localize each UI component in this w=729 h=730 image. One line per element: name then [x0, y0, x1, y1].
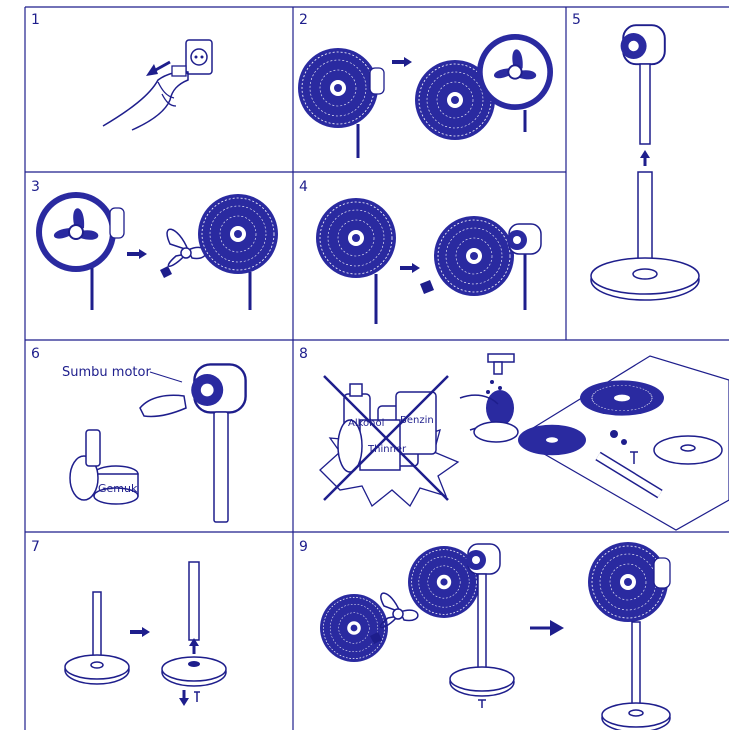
stand-base-icon — [590, 171, 700, 301]
step-number: 5 — [572, 12, 581, 28]
motor-icon — [189, 363, 247, 414]
motor-shaft-label: Sumbu motor — [62, 365, 151, 380]
motor-icon — [465, 543, 501, 575]
bottle-label-alcohol: Alkohol — [348, 418, 384, 429]
stand-exploded-icon — [161, 561, 227, 706]
blade-loose-icon — [160, 228, 207, 278]
step-number: 3 — [31, 179, 40, 195]
hand-unplugging-icon — [102, 65, 189, 131]
step-number: 2 — [299, 12, 308, 28]
step-number: 8 — [299, 346, 308, 362]
upper-pole-icon — [639, 63, 651, 145]
arrow-right-icon — [400, 263, 420, 273]
nut-icon — [420, 280, 434, 294]
step-number: 9 — [299, 539, 308, 555]
panel-step-6: 6 Sumbu motor Gemuk — [31, 346, 247, 523]
prohibited-solvents-icon: Alkohol Benzin Thinner — [319, 375, 460, 508]
panel-step-9: 9 — [299, 539, 671, 730]
rear-grille-icon — [433, 215, 515, 297]
label-leader-line — [149, 371, 183, 383]
wall-socket-icon — [185, 39, 213, 75]
stand-assembled-icon — [64, 591, 130, 685]
fan-head-grille-icon — [197, 193, 279, 310]
step-number: 6 — [31, 346, 40, 362]
arrow-right-icon — [530, 620, 564, 636]
fan-blade-icon — [35, 191, 125, 310]
hand-icon — [139, 394, 187, 418]
panel-step-3: 3 — [31, 179, 279, 310]
motor-icon — [619, 24, 666, 66]
step-number: 1 — [31, 12, 40, 28]
front-grille-icon — [315, 197, 397, 324]
arrow-right-icon — [130, 627, 150, 637]
panel-step-2: 2 — [297, 12, 554, 158]
stand-base-icon — [449, 573, 515, 708]
nut-icon — [370, 632, 382, 644]
panel-step-1: 1 — [31, 12, 213, 131]
arrow-right-icon — [392, 57, 412, 67]
arrow-right-icon — [127, 249, 147, 259]
parts-on-table-icon — [518, 355, 729, 531]
grease-tub-icon: Gemuk — [69, 429, 139, 505]
assembled-fan-icon — [587, 541, 671, 730]
faucet-washing-icon — [459, 353, 519, 443]
motor-icon — [506, 223, 542, 310]
panel-grid — [24, 6, 729, 730]
front-grille-icon — [319, 593, 389, 663]
bottle-label-benzine: Benzin — [400, 415, 434, 426]
panel-step-5: 5 — [572, 12, 700, 301]
panel-step-8: 8 Alkohol Benzin Thinner — [299, 346, 729, 531]
tub-label: Gemuk — [98, 482, 138, 495]
fan-head-grille-icon — [297, 47, 385, 158]
fan-blade-exposed-icon — [476, 33, 554, 132]
pole-icon — [213, 411, 229, 523]
arrow-left-icon — [146, 60, 171, 76]
panel-step-7: 7 — [31, 539, 227, 706]
blade-loose-icon — [379, 592, 419, 629]
bottle-label-thinner: Thinner — [367, 444, 407, 455]
step-number: 7 — [31, 539, 40, 555]
arrow-up-icon — [640, 150, 650, 166]
step-number: 4 — [299, 179, 308, 195]
panel-step-4: 4 — [299, 179, 542, 324]
